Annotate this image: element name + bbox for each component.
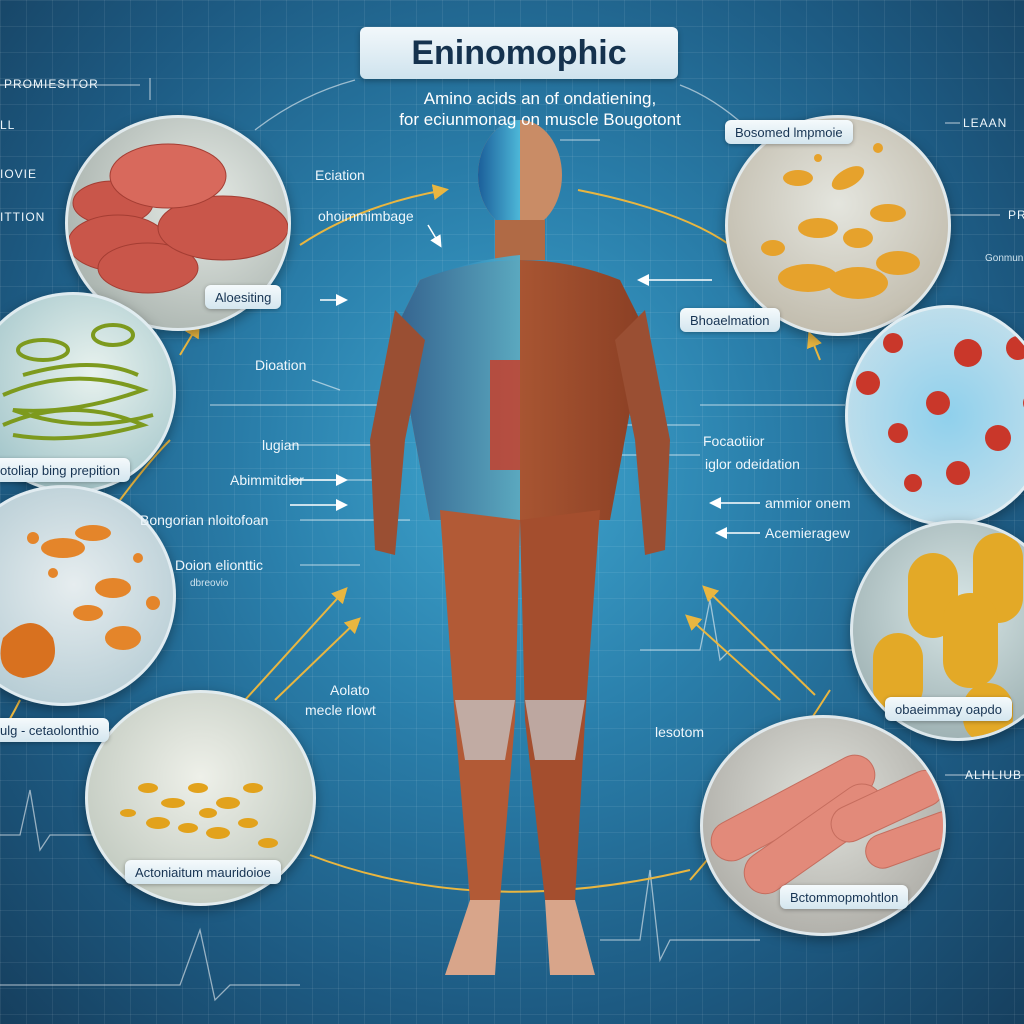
annotation-label: Aolato (330, 682, 370, 698)
annotation-label: ALHLIUB (965, 768, 1023, 782)
annotation-label: mecle rlowt (305, 702, 376, 718)
edge-label: LEAAN (963, 116, 1008, 130)
annotation-label: ammior onem (765, 495, 851, 511)
annotation-label: Doion elionttic (175, 557, 263, 573)
golden-bacteria-icon (725, 115, 951, 336)
edge-label: IOVIE (0, 167, 38, 181)
subtitle-line-2: for eciunmonag on muscle Bougotont (399, 110, 681, 129)
edge-label: ITTION (0, 210, 46, 224)
annotation-label: Dioation (255, 357, 307, 373)
label-pill: ulg - cetaolonthio (0, 718, 110, 742)
annotation-label: Bongorian nloitofoan (140, 512, 269, 528)
annotation-label: Acemieragew (765, 525, 850, 541)
label-pill: Bosomed lmpmoie (725, 120, 853, 144)
annotation-label: dbreovio (190, 578, 229, 589)
subtitle-line-1: Amino acids an of ondatiening, (423, 89, 657, 108)
red-cells-icon (845, 305, 1024, 526)
label-pill: Bhoaelmation (680, 308, 780, 332)
annotation-label: lesotom (655, 724, 705, 740)
edge-label: Gonmunitge (985, 253, 1024, 264)
label-pill: Bctommopmohtlon (780, 885, 909, 909)
edge-label: PROMIESITOR (4, 77, 99, 91)
annotation-label: iglor odeidation (705, 456, 800, 472)
annotation-label: ohoimmimbage (318, 208, 414, 224)
label-pill: otoliap bing prepition (0, 458, 130, 482)
annotation-label: lugian (262, 437, 300, 453)
label-pill: Actoniaitum mauridoioe (125, 860, 281, 884)
label-pill: obaeimmay oapdo (885, 697, 1012, 721)
page-title: Eninomophic (360, 27, 678, 79)
label-pill: Aloesiting (205, 285, 282, 309)
edge-label: PR (1008, 208, 1024, 222)
edge-label: LL (0, 118, 16, 132)
annotation-label: Eciation (315, 167, 365, 183)
subtitle: Amino acids an of ondatiening, for eciun… (350, 88, 730, 130)
annotation-label: Focaotiior (703, 433, 765, 449)
orange-particles-icon (0, 485, 176, 706)
annotation-label: Abimmitdior (230, 472, 304, 488)
